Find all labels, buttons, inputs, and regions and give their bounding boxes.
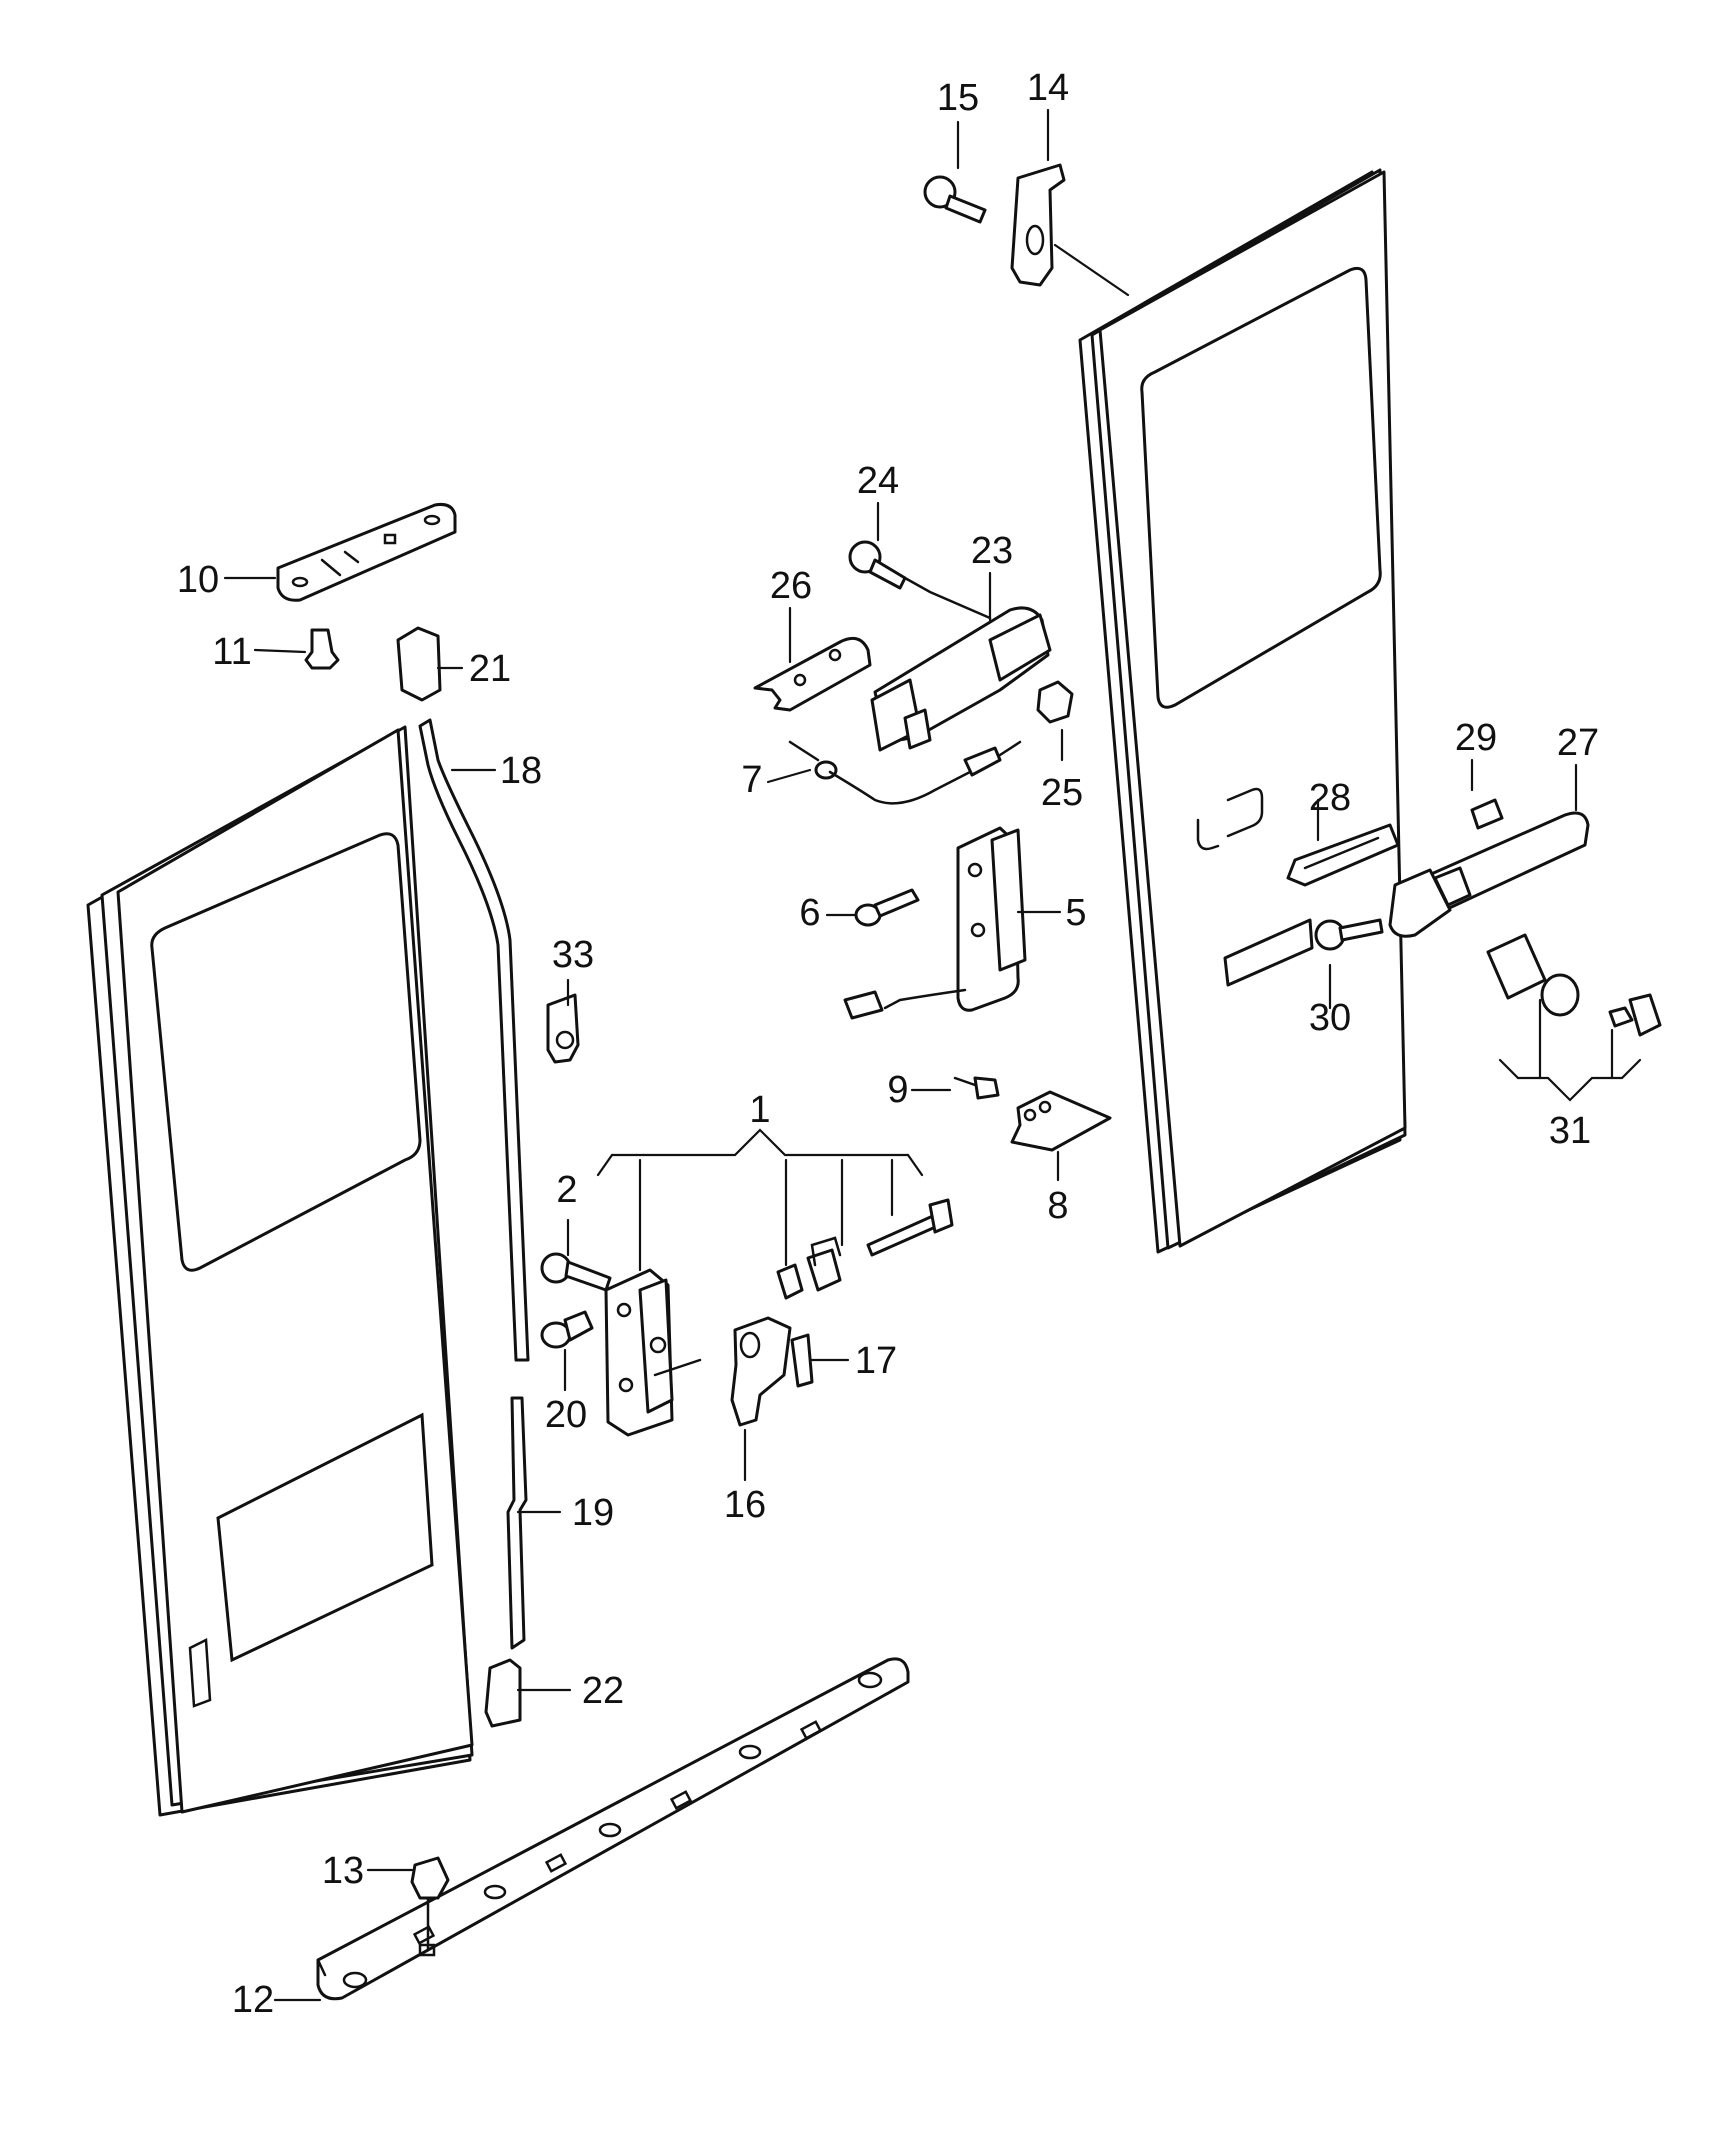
part-8-bracket bbox=[1010, 1090, 1112, 1152]
rod-upper bbox=[418, 718, 530, 1362]
part-15-bolt bbox=[923, 175, 987, 224]
part-14-hinge bbox=[1010, 163, 1066, 287]
callout-20: 20 bbox=[545, 1394, 587, 1436]
part-27-handle bbox=[1388, 811, 1590, 938]
callout-23: 23 bbox=[971, 530, 1013, 572]
part-31-cylinder-and-key bbox=[1486, 933, 1662, 1037]
part-30-screw bbox=[1314, 918, 1384, 951]
callout-15: 15 bbox=[937, 77, 979, 119]
part-26-bracket bbox=[753, 636, 872, 712]
callout-31: 31 bbox=[1549, 1110, 1591, 1152]
callout-5: 5 bbox=[1065, 892, 1086, 934]
part-16-lever bbox=[730, 1316, 792, 1427]
callout-27: 27 bbox=[1557, 722, 1599, 764]
part-7-cable bbox=[788, 740, 1022, 805]
callout-13: 13 bbox=[322, 1850, 364, 1892]
part-9-pin bbox=[953, 1076, 1000, 1100]
callout-22: 22 bbox=[582, 1670, 624, 1712]
callout-8: 8 bbox=[1047, 1185, 1068, 1227]
callout-29: 29 bbox=[1455, 717, 1497, 759]
part-5-lock bbox=[843, 826, 1027, 1020]
callout-14: 14 bbox=[1027, 67, 1069, 109]
callout-30: 30 bbox=[1309, 997, 1351, 1039]
callout-12: 12 bbox=[232, 1979, 274, 2021]
callout-10: 10 bbox=[177, 559, 219, 601]
callout-7: 7 bbox=[741, 759, 762, 801]
callout-26: 26 bbox=[770, 565, 812, 607]
part-20-bushing bbox=[540, 1310, 594, 1349]
part-25-nut bbox=[1036, 680, 1074, 724]
callout-33: 33 bbox=[552, 934, 594, 976]
part-11-clip bbox=[304, 628, 340, 670]
callout-9: 9 bbox=[887, 1069, 908, 1111]
part-21-guide bbox=[396, 626, 442, 702]
sill-strip bbox=[316, 1657, 910, 2001]
part-6-screw bbox=[854, 888, 920, 927]
part-24-bolt bbox=[848, 540, 992, 620]
callout-2: 2 bbox=[556, 1169, 577, 1211]
rod-lower bbox=[506, 1396, 528, 1650]
callout-17: 17 bbox=[855, 1340, 897, 1382]
callout-11: 11 bbox=[212, 631, 251, 673]
callout-19: 19 bbox=[572, 1492, 614, 1534]
part-17-pin bbox=[790, 1333, 814, 1388]
callout-labels: 1 2 5 6 7 8 9 10 11 12 13 14 15 16 17 18… bbox=[177, 67, 1599, 2021]
part-2-bolt bbox=[540, 1252, 612, 1292]
part-13-clip bbox=[410, 1856, 450, 1957]
callout-1: 1 bbox=[749, 1089, 770, 1131]
callout-25: 25 bbox=[1041, 772, 1083, 814]
right-door-window bbox=[1140, 266, 1382, 709]
callout-21: 21 bbox=[469, 648, 511, 690]
part-10-plate bbox=[276, 503, 457, 602]
part-28-gasket bbox=[1286, 823, 1400, 887]
part-22-guide bbox=[484, 1658, 522, 1728]
part-1-hinge-assembly bbox=[604, 1198, 954, 1437]
callout-18: 18 bbox=[500, 750, 542, 792]
leader-lines bbox=[223, 108, 1642, 2002]
left-rear-door bbox=[86, 725, 474, 1817]
callout-16: 16 bbox=[724, 1484, 766, 1526]
part-23-lock-actuator bbox=[870, 606, 1052, 752]
callout-28: 28 bbox=[1309, 777, 1351, 819]
part-33-clip bbox=[546, 993, 580, 1064]
callout-24: 24 bbox=[857, 460, 899, 502]
right-rear-door bbox=[1078, 168, 1407, 1254]
left-door-upper-window bbox=[150, 832, 422, 1272]
callout-6: 6 bbox=[799, 892, 820, 934]
left-door-lower-panel bbox=[216, 1412, 434, 1663]
part-29-cover bbox=[1470, 798, 1504, 830]
